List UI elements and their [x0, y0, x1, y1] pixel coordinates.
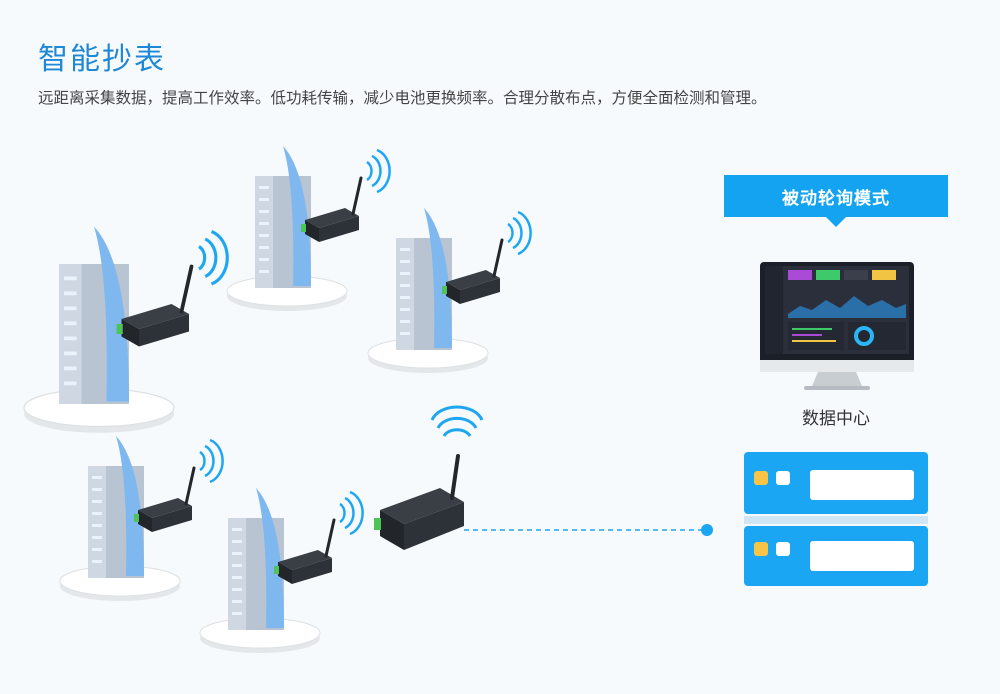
- building-meter-2: [225, 144, 392, 313]
- page-subtitle: 远距离采集数据，提高工作效率。低功耗传输，减少电池更换频率。合理分散布点，方便全…: [38, 89, 767, 107]
- building-meter-1: [22, 224, 230, 435]
- monitor-icon: [760, 262, 914, 390]
- building-meter-5: [198, 486, 365, 655]
- data-center-label: 数据中心: [802, 409, 870, 429]
- page-title: 智能抄表: [38, 42, 166, 77]
- connection-dot: [701, 524, 713, 536]
- building-meter-3: [366, 206, 533, 375]
- building-meter-4: [58, 434, 225, 603]
- gateway-transmitter-icon: [374, 405, 484, 550]
- polling-mode-banner: 被动轮询模式: [724, 175, 948, 227]
- server-icon: [744, 452, 928, 586]
